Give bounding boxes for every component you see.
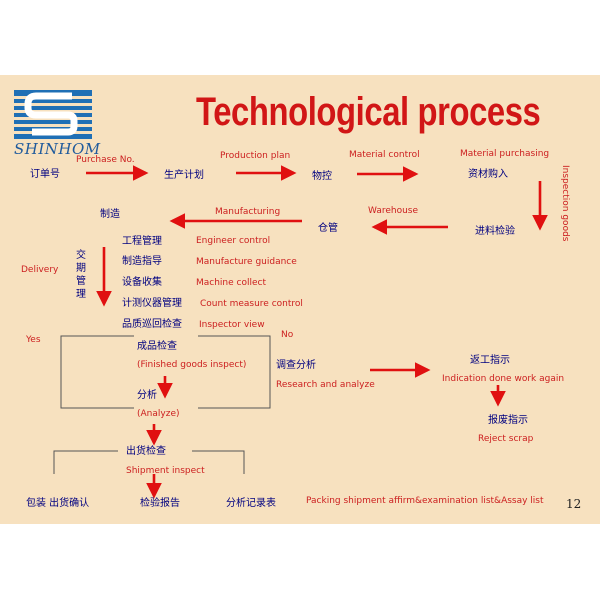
material-purchasing-zh: 资材购入 (468, 169, 508, 180)
research-zh: 调查分析 (276, 360, 316, 371)
process-list-item-en: Manufacture guidance (196, 257, 297, 267)
rework-en: Indication done work again (442, 374, 565, 384)
shipment-right-bracket (192, 450, 245, 474)
no-label: No (281, 330, 294, 340)
warehouse-en: Warehouse (368, 206, 419, 216)
assay-zh: 分析记录表 (226, 498, 276, 509)
yes-label: Yes (26, 335, 41, 345)
shinhom-s-logo-icon (14, 88, 92, 140)
process-list-item-en: Inspector view (199, 320, 265, 330)
analyze-zh: 分析 (137, 390, 157, 401)
process-list-item: 品质巡回检查 (122, 319, 182, 330)
analyze-en: (Analyze) (137, 409, 180, 419)
manufacturing-en: Manufacturing (215, 207, 281, 217)
process-list-item-en: Engineer control (196, 236, 271, 246)
production-plan-en: Production plan (220, 151, 291, 161)
reject-zh: 报废指示 (488, 415, 528, 426)
production-plan-zh: 生产计划 (164, 170, 204, 181)
rework-zh: 返工指示 (470, 355, 510, 366)
process-list-item-en: Count measure control (200, 299, 303, 309)
warehouse-zh: 仓管 (318, 223, 338, 234)
inspection-goods-en: Inspection goods (560, 165, 570, 242)
shipment-left-bracket (53, 450, 118, 474)
research-en: Research and analyze (276, 380, 375, 390)
process-list-item: 工程管理 (122, 236, 162, 247)
page-title: Technological process (196, 90, 541, 134)
report-zh: 检验报告 (140, 498, 180, 509)
shipment-inspect-en: Shipment inspect (126, 466, 205, 476)
logo-text: SHINHOM (14, 140, 101, 158)
process-list-item: 设备收集 (122, 277, 162, 288)
manufacturing-zh: 制造 (100, 209, 120, 220)
no-bracket (198, 335, 271, 409)
delivery-zh: 交期管理 (76, 250, 86, 300)
shipment-footer-en: Packing shipment affirm&examination list… (306, 496, 544, 506)
material-control-en: Material control (349, 150, 420, 160)
finished-inspect-zh: 成品检查 (137, 341, 177, 352)
process-list-item: 制造指导 (122, 256, 162, 267)
process-list-item-en: Machine collect (196, 278, 267, 288)
shipment-inspect-zh: 出货检查 (126, 446, 166, 457)
purchase-no-label: Purchase No. (76, 155, 135, 165)
delivery-en: Delivery (21, 265, 59, 275)
process-list-item: 计测仪器管理 (122, 298, 182, 309)
material-control-zh: 物控 (312, 171, 332, 182)
finished-inspect-en: (Finished goods inspect) (137, 360, 247, 370)
reject-en: Reject scrap (478, 434, 534, 444)
yes-bracket (60, 335, 134, 409)
incoming-inspection-zh: 进料检验 (475, 226, 515, 237)
page-number: 12 (566, 497, 582, 511)
packing-zh: 包装 出货确认 (26, 498, 90, 509)
order-no-label: 订单号 (30, 169, 60, 180)
material-purchasing-en: Material purchasing (460, 149, 550, 159)
